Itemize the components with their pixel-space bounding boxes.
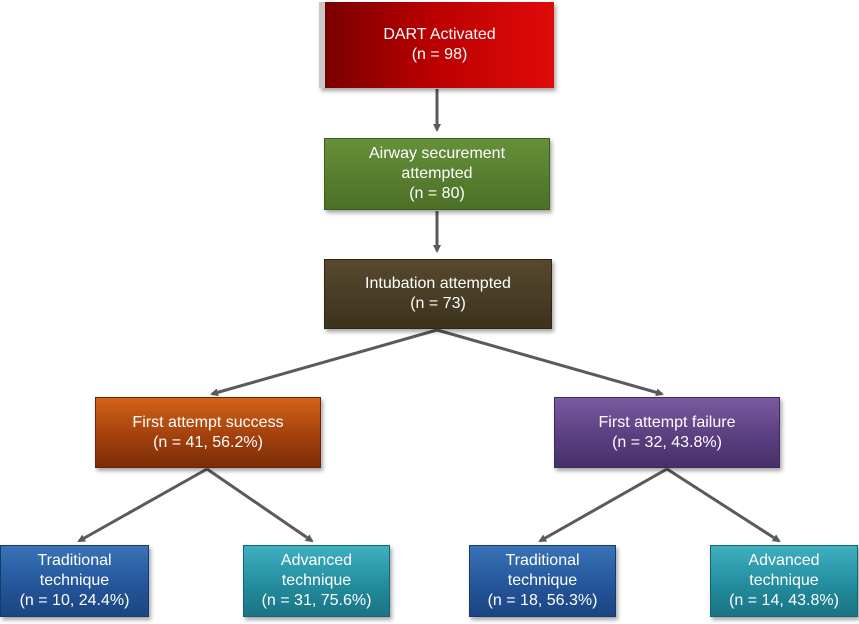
arrow-intubation-to-failure [436,328,664,397]
dart-activated-title: DART Activated [383,26,496,43]
success-traditional-count: (n = 10, 24.4%) [19,592,130,609]
first-attempt-failure-node: First attempt failure (n = 32, 43.8%) [554,397,780,468]
success-traditional-line2: technique [39,572,110,589]
airway-securement-count: (n = 80) [409,185,465,202]
arrow-failure-to-advanced [666,467,781,543]
failure-traditional-technique-node: Traditional technique (n = 18, 56.3%) [469,545,616,617]
dart-activated-count: (n = 98) [411,46,468,63]
failure-advanced-count: (n = 14, 43.8%) [729,592,839,609]
first-attempt-failure-title: First attempt failure [598,413,736,431]
success-advanced-count: (n = 31, 75.6%) [261,592,372,609]
failure-traditional-count: (n = 18, 56.3%) [487,592,598,609]
airway-securement-title-line2: attempted [401,165,473,182]
first-attempt-failure-count: (n = 32, 43.8%) [612,433,722,451]
arrow-failure-to-traditional [538,467,668,543]
arrow-success-to-traditional [77,467,208,543]
success-advanced-technique-node: Advanced technique (n = 31, 75.6%) [243,545,390,617]
intubation-count: (n = 73) [410,295,466,312]
failure-advanced-line1: Advanced [748,552,820,569]
failure-advanced-technique-node: Advanced technique (n = 14, 43.8%) [710,545,858,617]
intubation-title: Intubation attempted [365,275,511,292]
intubation-node: Intubation attempted (n = 73) [324,259,552,329]
failure-traditional-line2: technique [507,572,578,589]
arrow-intubation-to-success [210,328,438,397]
success-advanced-line2: technique [281,572,352,589]
success-traditional-technique-node: Traditional technique (n = 10, 24.4%) [0,545,149,617]
failure-advanced-line2: technique [749,572,819,589]
first-attempt-success-count: (n = 41, 56.2%) [153,433,263,451]
first-attempt-success-title: First attempt success [132,413,284,431]
success-traditional-line1: Traditional [37,552,112,569]
success-advanced-line1: Advanced [280,552,353,569]
failure-traditional-line1: Traditional [505,552,580,569]
airway-securement-node: Airway securement attempted (n = 80) [324,138,550,210]
arrow-success-to-advanced [206,467,314,543]
dart-activated-node: DART Activated (n = 98) [319,2,554,88]
first-attempt-success-node: First attempt success (n = 41, 56.2%) [95,397,321,468]
airway-securement-title-line1: Airway securement [368,145,506,162]
